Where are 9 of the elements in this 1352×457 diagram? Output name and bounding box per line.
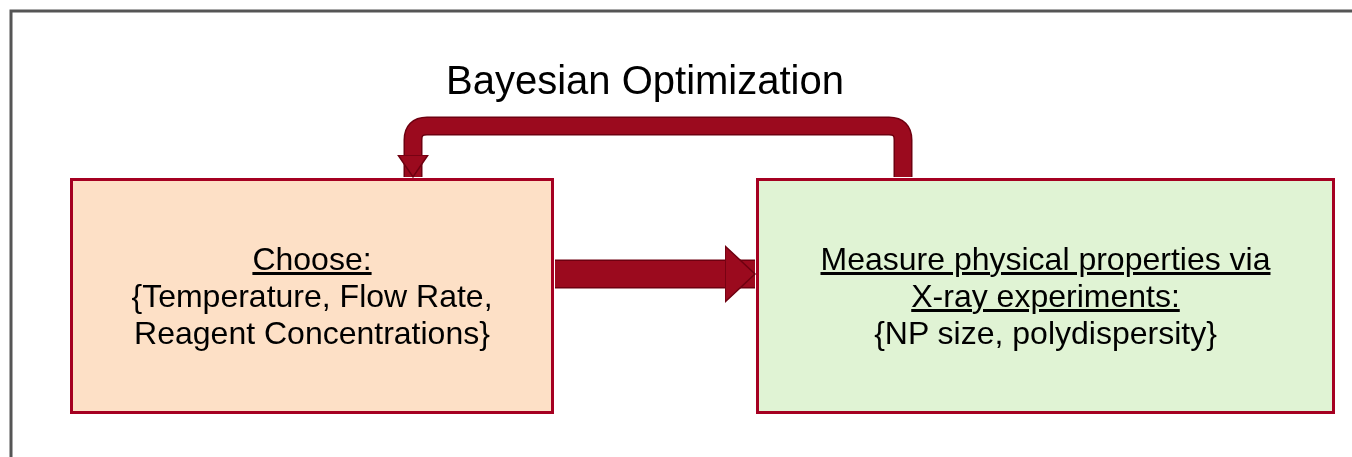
process-box: [756, 178, 1335, 414]
box-text: {Temperature, Flow Rate, Reagent Concentrations}: [130, 277, 494, 352]
arrow: [555, 245, 756, 303]
box-text: {NP size, polydispersity}: [873, 314, 1218, 352]
diagram-title: Bayesian Optimization: [445, 57, 845, 104]
box-heading: Choose:: [251, 240, 373, 278]
process-box: [70, 178, 554, 414]
box-heading: Measure physical properties via X-ray experiments:: [819, 240, 1272, 315]
arrow: [397, 116, 913, 178]
